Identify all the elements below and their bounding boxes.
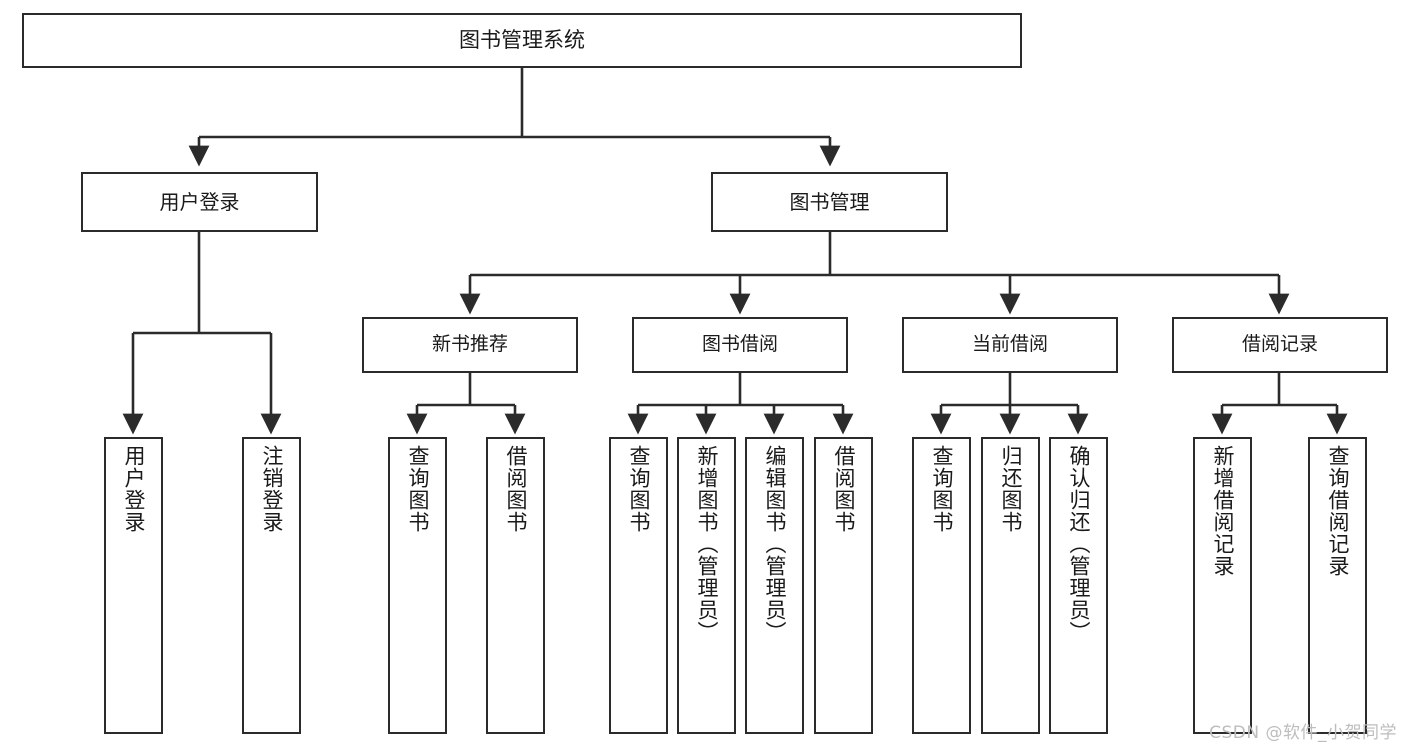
leaf-current-borrow-return[interactable]: 归还图书 xyxy=(981,437,1040,734)
leaf-label: 新增借阅记录 xyxy=(1211,445,1235,577)
node-book-borrow[interactable]: 图书借阅 xyxy=(632,317,848,373)
node-book-management-label: 图书管理 xyxy=(789,189,870,214)
node-user-login[interactable]: 用户登录 xyxy=(81,172,318,232)
leaf-new-book-query[interactable]: 查询图书 xyxy=(388,437,447,734)
node-current-borrow-label: 当前借阅 xyxy=(971,333,1048,356)
leaf-book-borrow-add[interactable]: 新增图书（管理员） xyxy=(677,437,736,734)
node-new-book-recommend-label: 新书推荐 xyxy=(431,333,508,356)
leaf-label: 查询借阅记录 xyxy=(1326,445,1350,577)
leaf-label: 确认归还（管理员） xyxy=(1067,445,1091,643)
leaf-borrow-record-query[interactable]: 查询借阅记录 xyxy=(1308,437,1367,734)
node-book-borrow-label: 图书借阅 xyxy=(701,333,778,356)
node-new-book-recommend[interactable]: 新书推荐 xyxy=(362,317,578,373)
leaf-user-login-logout[interactable]: 注销登录 xyxy=(242,437,301,734)
node-user-login-label: 用户登录 xyxy=(159,189,240,214)
leaf-book-borrow-borrow[interactable]: 借阅图书 xyxy=(814,437,873,734)
leaf-label: 查询图书 xyxy=(406,445,430,533)
leaf-current-borrow-query[interactable]: 查询图书 xyxy=(912,437,971,734)
leaf-label: 注销登录 xyxy=(260,445,284,533)
node-root[interactable]: 图书管理系统 xyxy=(22,13,1022,68)
leaf-label: 借阅图书 xyxy=(832,445,856,533)
leaf-label: 借阅图书 xyxy=(504,445,528,533)
leaf-label: 查询图书 xyxy=(930,445,954,533)
leaf-label: 查询图书 xyxy=(627,445,651,533)
leaf-borrow-record-add[interactable]: 新增借阅记录 xyxy=(1193,437,1252,734)
node-book-management[interactable]: 图书管理 xyxy=(711,172,948,232)
node-borrow-record-label: 借阅记录 xyxy=(1241,333,1318,356)
leaf-new-book-borrow[interactable]: 借阅图书 xyxy=(486,437,545,734)
watermark: CSDN @软件_小贺同学 xyxy=(1209,723,1397,743)
leaf-book-borrow-query[interactable]: 查询图书 xyxy=(609,437,668,734)
leaf-user-login-login[interactable]: 用户登录 xyxy=(104,437,163,734)
node-borrow-record[interactable]: 借阅记录 xyxy=(1172,317,1388,373)
leaf-label: 归还图书 xyxy=(999,445,1023,533)
node-root-label: 图书管理系统 xyxy=(459,27,585,52)
leaf-book-borrow-edit[interactable]: 编辑图书（管理员） xyxy=(745,437,804,734)
leaf-current-borrow-confirm[interactable]: 确认归还（管理员） xyxy=(1049,437,1108,734)
leaf-label: 新增图书（管理员） xyxy=(695,445,719,643)
leaf-label: 编辑图书（管理员） xyxy=(763,445,787,643)
leaf-label: 用户登录 xyxy=(122,445,146,533)
node-current-borrow[interactable]: 当前借阅 xyxy=(902,317,1118,373)
